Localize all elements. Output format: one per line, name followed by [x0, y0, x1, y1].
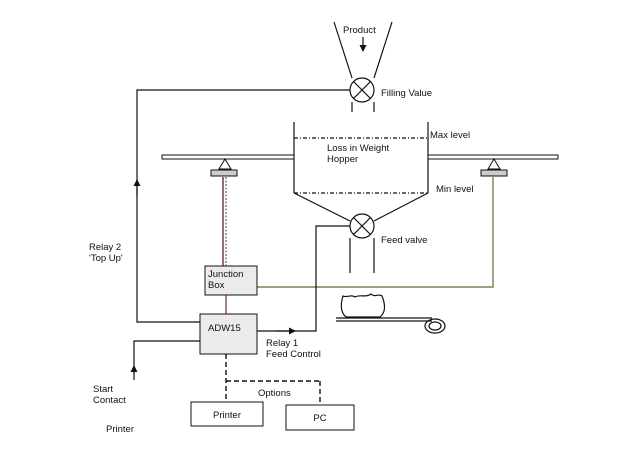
relay2-label-line2: 'Top Up' [89, 253, 123, 264]
hopper [293, 122, 429, 222]
printer-box-label: Printer [213, 410, 241, 421]
feed-outlet [349, 238, 375, 273]
start-contact-label-line2: Contact [93, 395, 126, 406]
right-support-beam [427, 154, 559, 160]
start-contact-label-line1: Start [93, 384, 113, 395]
filling-valve-icon [349, 77, 375, 103]
product-label: Product [343, 25, 376, 36]
right-load-cell-icon [480, 158, 508, 177]
product-chute [333, 21, 393, 112]
min-level-label: Min level [436, 184, 474, 195]
bag-icon [340, 293, 386, 318]
pc-box-label: PC [313, 413, 326, 424]
hopper-label-line2: Hopper [327, 154, 358, 165]
max-level-label: Max level [430, 130, 470, 141]
filling-valve-label: Filling Value [381, 88, 432, 99]
adw15-label: ADW15 [208, 323, 241, 334]
printer-box [190, 401, 264, 427]
relay1-label-line1: Relay 1 [266, 338, 298, 349]
relay1-label-line2: Feed Control [266, 349, 321, 360]
options-label: Options [258, 388, 291, 399]
options-wiring [225, 354, 321, 405]
relay1-line [257, 225, 350, 332]
relay2-label-line1: Relay 2 [89, 242, 121, 253]
hopper-label-line1: Loss in Weight [327, 143, 389, 154]
pc-box [285, 404, 355, 431]
relay2-line [136, 89, 350, 323]
feed-valve-label: Feed valve [381, 235, 427, 246]
feed-valve-icon [349, 213, 375, 239]
junction-label-line2: Box [208, 280, 225, 291]
conveyor-icon [336, 317, 446, 334]
printer-footer-label: Printer [106, 424, 134, 435]
left-load-cell-icon [210, 158, 238, 177]
adw15-controller [199, 313, 258, 355]
junction-label-line1: Junction [208, 269, 243, 280]
right-loadcell-wire [257, 177, 494, 288]
start-contact-line [133, 340, 200, 374]
junction-box [204, 265, 258, 296]
left-support-beam [161, 154, 295, 160]
